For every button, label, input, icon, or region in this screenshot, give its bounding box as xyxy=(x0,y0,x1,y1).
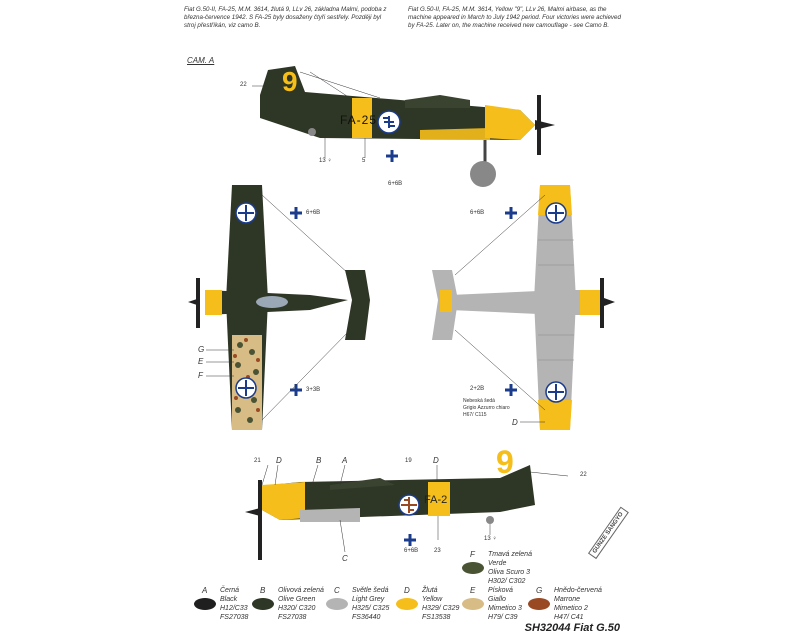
swatch-name-F: Tmavá zelená Verde Oliva Scuro 3 H302/ C… xyxy=(488,551,532,585)
callout-19: 19 xyxy=(405,458,412,464)
swatch-black xyxy=(194,598,216,610)
note-english: Fiat G.50-II, FA-25, M.M. 3614, Yellow "… xyxy=(408,6,621,29)
swatch-code-G: G xyxy=(536,586,543,595)
callout-6-6b-topview: 6+6B xyxy=(306,210,321,216)
callout-D-bottomview: D xyxy=(512,418,518,427)
swatch-name-E: Písková Giallo Mimetico 3 H79/ C39 xyxy=(488,587,522,621)
callout-D-2: D xyxy=(433,456,439,465)
callout-22-bottom: 22 xyxy=(580,472,587,478)
swatch-code-E: E xyxy=(470,586,476,595)
bottom-view xyxy=(432,185,615,430)
aircraft-code-top: FA-25 xyxy=(340,113,378,127)
aircraft-code-bottom: FA-2 xyxy=(424,494,448,506)
swatch-code-C: C xyxy=(334,586,340,595)
side-profile-bottom xyxy=(245,464,569,560)
tail-number-bottom: 9 xyxy=(496,444,514,480)
note-czech: Fiat G.50-II, FA-25, M.M. 3614, žlutá 9,… xyxy=(184,6,387,29)
callout-13-top: 13 ♀ xyxy=(319,158,332,164)
callout-6-6b-bottom: 6+6B xyxy=(404,548,419,554)
grey-note: Nebeská šedá Grigio Azzurro chiaro H67/ … xyxy=(463,398,510,418)
callout-5: 5 xyxy=(362,158,366,164)
callout-G: G xyxy=(198,345,205,354)
swatch-name-D: Žlutá Yellow H329/ C329 FS13538 xyxy=(422,587,460,621)
callout-13-bottom: 13 ♀ xyxy=(484,536,497,542)
swatch-code-F: F xyxy=(470,550,475,559)
callout-6-6b-bottomview: 6+6B xyxy=(470,210,485,216)
top-view xyxy=(188,185,370,430)
swatch-olive-green xyxy=(252,598,274,610)
swatch-sand xyxy=(462,598,484,610)
callout-2-2b: 2+2B xyxy=(470,386,485,392)
side-profile-top xyxy=(252,66,555,187)
swatch-name-B: Olivová zelená Olive Green H320/ C320 FS… xyxy=(278,587,324,621)
tail-number-top: 9 xyxy=(282,66,298,97)
callout-A-1: A xyxy=(342,456,348,465)
callout-23: 23 xyxy=(434,548,441,554)
swatch-brown-red xyxy=(528,598,550,610)
swatch-yellow xyxy=(396,598,418,610)
camo-label: CAM. A xyxy=(187,56,215,65)
swatch-name-C: Světle šedá Light Grey H325/ C325 FS3644… xyxy=(352,587,390,621)
callout-F: F xyxy=(198,371,203,380)
swatch-name-G: Hnědo-červená Marrone Mimetico 2 H47/ C4… xyxy=(554,587,602,621)
callout-D-1: D xyxy=(276,456,282,465)
swatch-dark-green xyxy=(462,562,484,574)
callout-B-1: B xyxy=(316,456,322,465)
callout-6-6b-top: 6+6B xyxy=(388,181,403,187)
swatch-code-A: A xyxy=(202,586,208,595)
callout-21: 21 xyxy=(254,458,261,464)
product-title: SH32044 Fiat G.50 xyxy=(524,622,620,634)
swatch-light-grey xyxy=(326,598,348,610)
callout-22-top: 22 xyxy=(240,82,247,88)
swatch-name-A: Černá Black H12/C33 FS27038 xyxy=(220,587,249,621)
callout-E: E xyxy=(198,357,204,366)
callout-3-3b: 3+3B xyxy=(306,387,321,393)
swatch-code-D: D xyxy=(404,586,410,595)
callout-C-1: C xyxy=(342,554,348,563)
swatch-code-B: B xyxy=(260,586,266,595)
